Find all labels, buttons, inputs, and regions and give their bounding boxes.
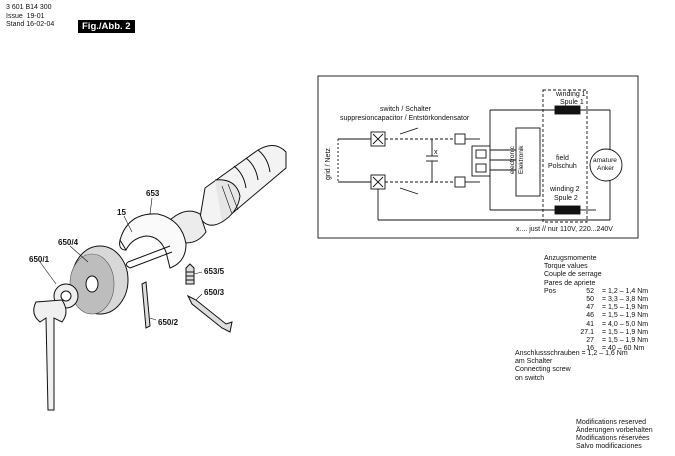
- figure-badge: Fig./Abb. 2: [78, 20, 135, 33]
- locking-pin: [141, 281, 151, 329]
- wheel-guard: [119, 213, 187, 269]
- electronic-label-b: Elektronik: [518, 145, 525, 174]
- capacitor-mark: x: [434, 149, 438, 156]
- stand-value: 16-02-04: [26, 21, 55, 28]
- hex-key: [186, 294, 233, 333]
- winding-1: [554, 105, 581, 115]
- torque-table: Anzugsmomente Torque values Couple de se…: [544, 255, 648, 353]
- armature-label-a: amature: [593, 157, 617, 164]
- part-label: 650/1: [29, 255, 50, 264]
- winding-2: [554, 205, 581, 215]
- table-row: 27= 1,5 – 1,9 Nm: [586, 337, 649, 345]
- spanner: [33, 299, 67, 411]
- voltage-note: x.... just // nur 110V, 220...240V: [516, 226, 613, 233]
- armature-motor: [589, 148, 623, 182]
- part-label: 653/5: [204, 267, 225, 276]
- torque-heading: Couple de serrage: [544, 271, 602, 279]
- winding2-label-b: Spule 2: [554, 195, 578, 202]
- header-block: 3 601 B14 300 Issue 19-01 Stand 16-02-04: [6, 4, 54, 30]
- electronic-label-a: electronic: [509, 146, 516, 174]
- table-row: 27.1= 1,5 – 1,9 Nm: [580, 328, 649, 336]
- field-label-b: Polschuh: [548, 163, 577, 170]
- torque-heading: Anzugsmomente: [544, 255, 597, 262]
- part-label: 650/2: [158, 318, 179, 327]
- table-row: 16= 40 – 60 Nm: [586, 345, 645, 353]
- winding1-label-a: winding 1: [556, 91, 586, 98]
- connecting-screw-note: Anschlussschrauben = 1,2 – 1,6 Nm am Sch…: [515, 350, 628, 382]
- winding1-label-b: Spule 1: [560, 99, 584, 106]
- issue-label: Issue: [6, 12, 23, 20]
- field-label-a: field: [556, 155, 569, 162]
- modifications-note: Modifications reserved Änderungen vorbeh…: [576, 419, 653, 450]
- torque-heading: Torque values: [544, 263, 588, 271]
- table-row: 50= 3,3 – 3,8 Nm: [586, 296, 649, 304]
- part-label: 650/4: [58, 238, 79, 247]
- switch-label: switch / Schalter: [380, 106, 431, 113]
- part-label: 15: [117, 208, 126, 217]
- circuit-frame: [317, 75, 639, 239]
- part-label: 653: [146, 189, 160, 198]
- winding2-label-a: winding 2: [550, 186, 580, 193]
- part-number: 3 601 B14 300: [6, 4, 52, 11]
- pos-label: Pos: [544, 287, 557, 295]
- table-row: 47= 1,5 – 1,9 Nm: [586, 304, 649, 312]
- capacitor-label: suppresioncapacitor / Entstörkondensator: [340, 115, 470, 122]
- stand-label: Stand: [6, 21, 25, 28]
- grid-label: grid / Netz: [325, 148, 332, 180]
- electronics-box: [515, 127, 541, 197]
- table-row: 41= 4,0 – 5,0 Nm: [586, 320, 649, 328]
- torque-heading: Pares de apriete: [544, 279, 596, 287]
- issue-value: 19-01: [26, 12, 45, 20]
- part-label: 650/3: [204, 288, 225, 297]
- armature-label-b: Anker: [597, 165, 614, 172]
- table-row: 46= 1,5 – 1,9 Nm: [586, 312, 649, 320]
